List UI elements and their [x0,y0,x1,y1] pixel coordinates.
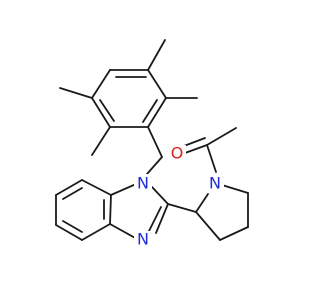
bond [110,183,137,196]
structure-canvas: N N N O [55,39,249,249]
bond [91,69,111,99]
bond [148,206,162,232]
label-backdrop [168,145,186,163]
bond [62,187,83,200]
label-backdrop [134,231,152,249]
bond [183,137,206,147]
benzimidazole-n1-label: N [137,174,149,193]
bond [146,156,163,175]
bond [55,224,83,241]
bond [195,211,221,241]
atom-labels: N N N O [134,144,224,249]
bond [151,186,169,205]
bond [206,127,237,146]
carbonyl-oxygen-label: O [171,144,184,163]
bond [81,179,112,196]
bond [55,179,83,196]
label-backdrop [206,174,224,192]
benzimidazole-n3-label: N [137,230,149,249]
bond [206,144,217,173]
bond [142,99,158,123]
bond [91,97,111,128]
bond [147,39,166,71]
bond [155,203,169,234]
bond [147,69,167,99]
bond [99,99,115,122]
bond [195,193,209,213]
label-backdrop [134,174,152,192]
bond [167,203,197,213]
bond [62,220,83,233]
bond [59,87,93,99]
molecule-diagram: N N N O [55,39,249,249]
bond [91,126,111,156]
bond [81,223,111,241]
bond [219,226,249,241]
bond [109,194,112,225]
bond [147,97,167,128]
bond [184,144,208,154]
bond [109,223,138,240]
pyrrolidine-n-label: N [209,174,221,193]
bond [221,184,249,194]
bonds [55,39,249,241]
bond [147,126,163,158]
